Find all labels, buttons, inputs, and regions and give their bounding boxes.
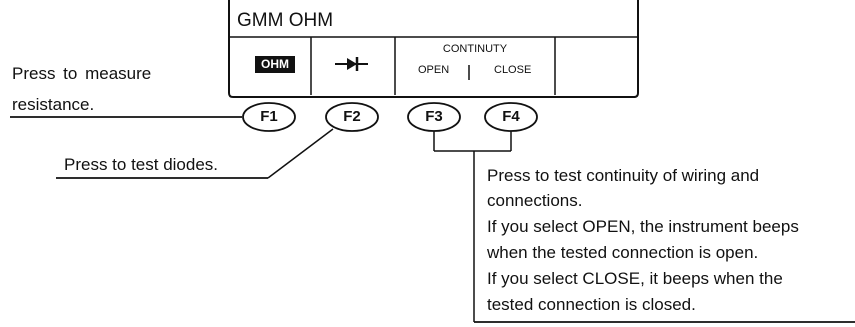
f1-callout-line-1: Press to measure (12, 64, 152, 83)
f1-key-outline (242, 102, 296, 132)
diode-icon (335, 57, 368, 71)
screen-title: GMM OHM (237, 10, 334, 31)
screen-frame (228, 0, 639, 98)
f3f4-callout-line-6: tested connection is closed. (487, 295, 696, 314)
continuity-softkey-title: CONTINUTY (442, 43, 508, 55)
continuity-open-label: OPEN (418, 64, 450, 76)
f3f4-callout-line-5: If you select CLOSE, it beeps when the (487, 269, 783, 288)
f2-key-outline (325, 102, 379, 132)
f2-callout: Press to test diodes. (64, 155, 219, 174)
f3-key[interactable]: F3 (425, 108, 443, 125)
continuity-close-label: CLOSE (494, 64, 532, 76)
f3f4-callout-line-4: when the tested connection is open. (487, 243, 759, 262)
f4-key[interactable]: F4 (502, 108, 520, 125)
f3f4-callout-line-2: connections. (487, 191, 583, 210)
f3f4-callout-line-3: If you select OPEN, the instrument beeps (487, 217, 799, 236)
f3f4-callout-line-1: Press to test continuity of wiring and (487, 166, 760, 185)
f1-callout-line-2: resistance. (12, 95, 95, 114)
ohm-softkey-label: OHM (255, 56, 295, 73)
f2-key[interactable]: F2 (343, 108, 361, 125)
f2-leader-diagonal (267, 128, 334, 179)
f1-key[interactable]: F1 (260, 108, 278, 125)
